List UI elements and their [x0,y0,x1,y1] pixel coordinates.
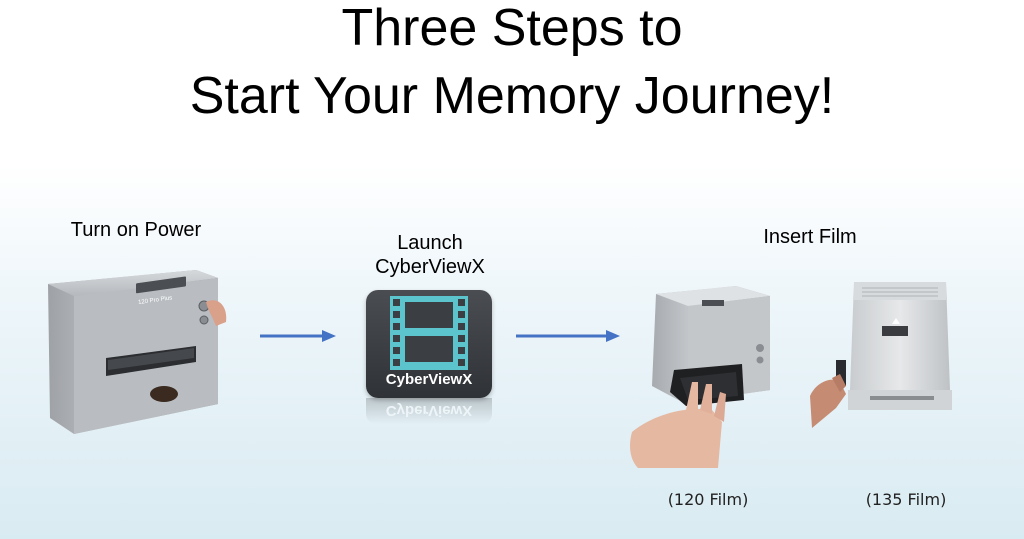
step-3-label: Insert Film [763,226,857,248]
film-scanner-135-image [810,282,952,428]
title-line-1: Three Steps to [341,0,683,57]
caption-135-film: (135 Film) [865,490,947,509]
app-name: CyberViewX [385,371,473,388]
arrow-2-icon [516,330,620,342]
arrow-1-icon [260,330,336,342]
cyberviewx-app-icon[interactable]: CyberViewX [366,290,492,398]
film-scanner-power-image [48,270,227,434]
title-line-2: Start Your Memory Journey! [189,67,835,125]
app-name-reflection: CyberViewX [385,402,473,419]
step-2-label: Launch CyberViewX [375,232,485,278]
film-strip-icon [390,296,468,370]
film-scanner-120-image [630,286,770,468]
caption-120-film: (120 Film) [667,490,749,509]
step-1-label: Turn on Power [70,219,202,241]
app-icon-reflection: CyberViewX [366,398,492,424]
